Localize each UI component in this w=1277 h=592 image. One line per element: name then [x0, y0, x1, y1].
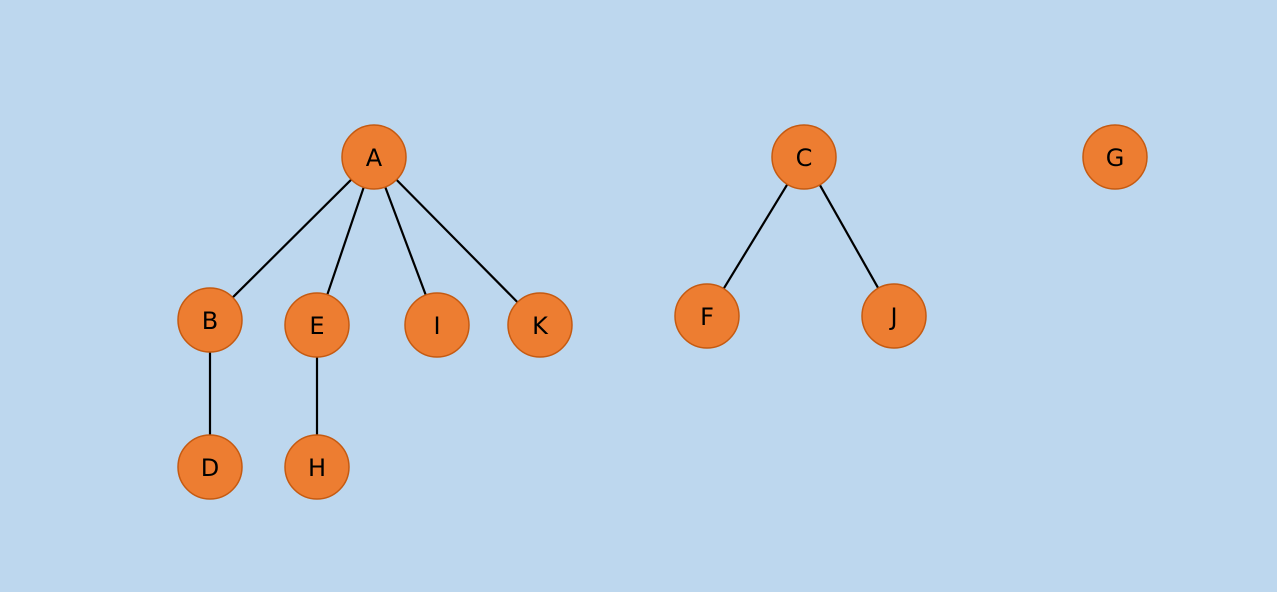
edge-c-j [818, 184, 880, 289]
node-circle [284, 292, 350, 358]
node-label: I [433, 312, 440, 340]
node-circle [177, 434, 243, 500]
node-label: K [532, 312, 549, 340]
node-circle [771, 124, 837, 190]
node-circle [674, 283, 740, 349]
edges-layer [208, 178, 880, 435]
node-h: H [284, 434, 350, 500]
node-label: C [796, 144, 813, 172]
node-circle [1082, 124, 1148, 190]
node-k: K [507, 292, 573, 358]
node-b: B [177, 287, 243, 353]
node-label: G [1106, 144, 1125, 172]
node-label: D [201, 454, 219, 482]
node-circle [341, 124, 407, 190]
node-c: C [771, 124, 837, 190]
node-circle [507, 292, 573, 358]
node-label: H [308, 454, 326, 482]
nodes-layer: A B E I K D H C F J G [177, 124, 1148, 500]
node-a: A [341, 124, 407, 190]
node-label: F [700, 303, 714, 331]
node-circle [177, 287, 243, 353]
edge-a-b [231, 178, 353, 299]
node-i: I [404, 292, 470, 358]
node-e: E [284, 292, 350, 358]
node-d: D [177, 434, 243, 500]
node-circle [284, 434, 350, 500]
edge-a-e [326, 186, 365, 296]
node-label: J [888, 303, 897, 331]
node-j: J [861, 283, 927, 349]
edge-a-k [395, 178, 519, 304]
node-circle [861, 283, 927, 349]
node-label: E [309, 312, 324, 340]
node-g: G [1082, 124, 1148, 190]
edge-c-f [722, 183, 789, 290]
node-label: A [366, 144, 383, 172]
node-label: B [202, 307, 218, 335]
edge-a-i [384, 186, 427, 296]
node-f: F [674, 283, 740, 349]
node-circle [404, 292, 470, 358]
